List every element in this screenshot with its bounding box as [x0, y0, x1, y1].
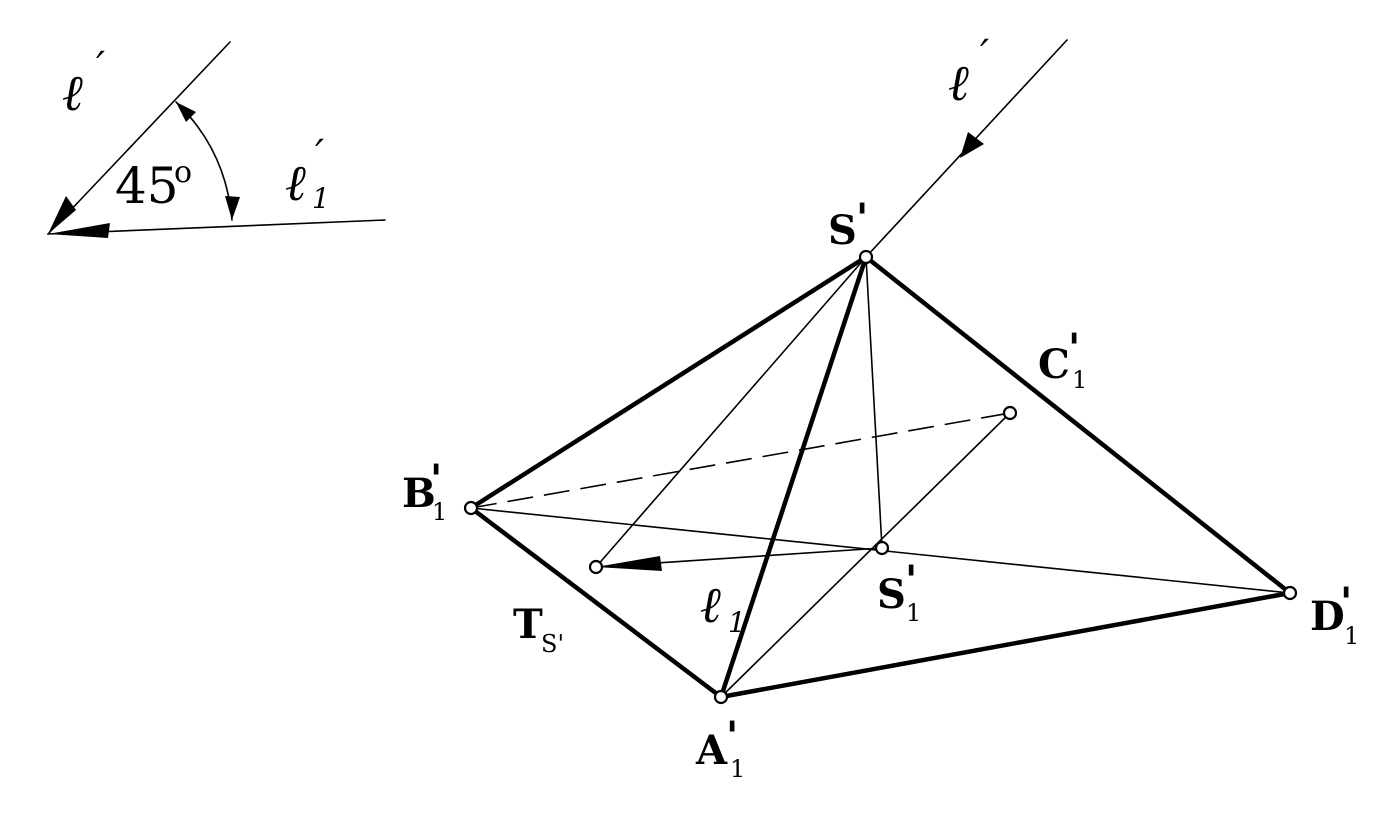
label-b-sub: 1 [432, 498, 447, 526]
edge-a-d [718, 590, 1293, 700]
projection-label: ℓ [285, 154, 306, 212]
angle-arc-arrow-start-icon [176, 102, 196, 122]
projection-label-sub: 1 [312, 182, 330, 215]
label-tangent-sub: S' [541, 630, 564, 658]
label-s-shadow: S [877, 571, 906, 618]
label-s-shadow-prime: ' [905, 557, 917, 604]
label-s-shadow-sub: 1 [906, 599, 921, 627]
projection-ray: ℓ ′ [865, 32, 1068, 258]
edge-s-b [468, 254, 869, 511]
projection-arrow-icon [48, 223, 110, 238]
diagonal-a-c [720, 412, 1011, 698]
pyramid-inner-lines [470, 256, 1291, 698]
projection-ray-label: ℓ [948, 54, 969, 112]
label-a: A [695, 727, 728, 774]
angle-unit: o [174, 155, 192, 190]
labels: S ' C ' 1 B ' 1 S ' 1 D ' 1 A ' 1 T S' ℓ… [402, 195, 1359, 783]
angle-arc-arrow-end-icon [225, 196, 240, 220]
edge-b-a [468, 505, 724, 700]
label-d: D [1310, 593, 1345, 640]
label-d-prime: ' [1340, 579, 1352, 626]
label-b-prime: ' [430, 456, 442, 503]
direction-key: ℓ ′ 45 o ℓ ′ 1 [47, 41, 386, 238]
apex-to-shadow-ray-end-line [595, 256, 867, 568]
point-s-shadow [874, 540, 890, 556]
label-tangent: T [513, 601, 543, 648]
label-s-prime: ' [856, 195, 868, 242]
point-shadow-ray-end [588, 559, 604, 575]
label-shadow-line-sub: 1 [728, 606, 746, 639]
apex-to-shadow-line [865, 256, 883, 549]
direction-label: ℓ [62, 64, 83, 122]
point-a [713, 689, 729, 705]
point-b [463, 500, 479, 516]
point-c [1002, 405, 1018, 421]
point-d [1282, 585, 1298, 601]
hidden-edge-b-c [470, 412, 1011, 509]
angle-value: 45 [115, 157, 179, 215]
edge-s-d [863, 254, 1293, 596]
direction-arrow-icon [48, 196, 76, 234]
label-c: C [1038, 341, 1070, 388]
label-a-prime: ' [726, 713, 738, 760]
projection-label-prime: ′ [315, 132, 324, 178]
point-s [858, 249, 874, 265]
direction-label-prime: ′ [96, 44, 105, 90]
points [463, 249, 1298, 705]
label-c-sub: 1 [1072, 366, 1087, 394]
projection-ray-arrow-icon [960, 132, 984, 158]
edge-s-a [718, 254, 869, 700]
visible-edges [468, 254, 1293, 700]
label-c-prime: ' [1068, 325, 1080, 372]
direction-line [47, 41, 231, 235]
label-b: B [402, 470, 436, 517]
label-shadow-line: ℓ [700, 576, 721, 634]
projection-ray-prime: ′ [980, 32, 989, 78]
label-s: S [828, 207, 857, 254]
shadow-direction-arrow-icon [596, 556, 662, 571]
label-d-sub: 1 [1344, 622, 1359, 650]
label-a-sub: 1 [730, 755, 745, 783]
